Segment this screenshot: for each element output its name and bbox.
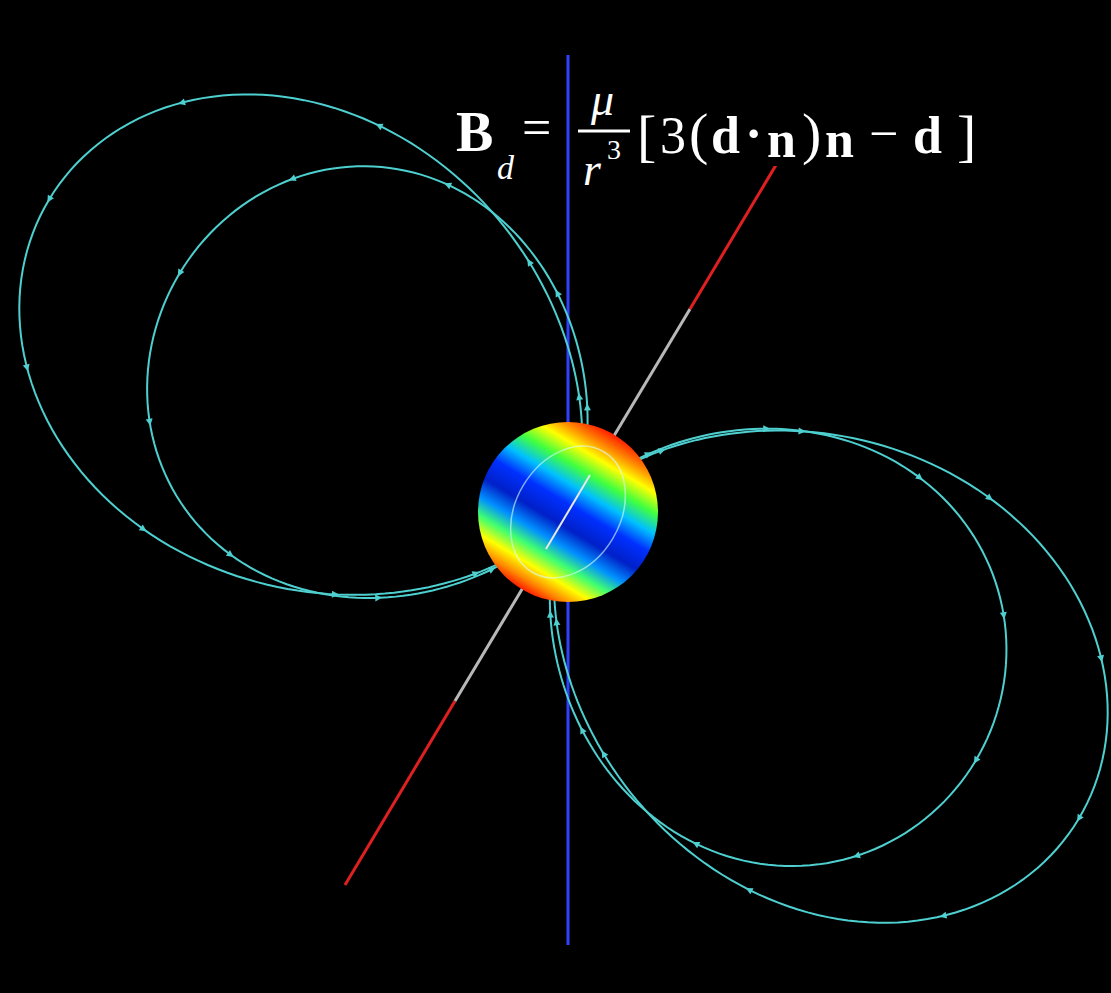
bracket: ] [956, 107, 977, 165]
field-arrow [376, 124, 384, 130]
field-arrow [692, 842, 700, 848]
magnetic-axis [690, 150, 785, 309]
magnetic-axis [455, 309, 690, 701]
field-arrow [915, 473, 923, 480]
magnetic-axis [546, 475, 590, 549]
field-arrow [1000, 612, 1007, 619]
field-lines [19, 94, 1107, 922]
field-arrow [178, 269, 185, 277]
field-arrow [178, 98, 186, 105]
field-arrow [226, 550, 234, 557]
field-arrow [985, 493, 993, 500]
field-arrow [444, 183, 452, 189]
field-arrow [746, 888, 754, 894]
fraction-bar [578, 130, 630, 133]
field-arrow [580, 727, 586, 735]
field-arrow [375, 594, 382, 601]
field-arrow [547, 611, 554, 618]
field-arrow [23, 364, 30, 372]
exponent: 3 [606, 136, 622, 164]
subscript: d [496, 151, 515, 185]
field-arrow [146, 418, 153, 425]
field-arrow [1077, 814, 1084, 822]
field-arrow [553, 618, 560, 625]
equals-sign: = [521, 102, 552, 154]
field-arrow [584, 403, 591, 410]
magnetic-axis [345, 701, 455, 885]
field-arrow [527, 259, 534, 267]
vector-symbol: d [912, 110, 943, 162]
coefficient: 3 [659, 110, 687, 162]
symbol: μ [590, 77, 615, 123]
field-arrow [644, 452, 652, 458]
field-arrow [289, 175, 297, 182]
vector-symbol: n [824, 114, 855, 166]
field-arrow [974, 756, 981, 764]
bracket: [ [636, 107, 657, 165]
vector-symbol: n [766, 114, 797, 166]
neutron-star [478, 422, 658, 602]
field-arrow [1097, 655, 1104, 663]
field-arrow [139, 524, 147, 531]
parenthesis: ) [801, 105, 822, 163]
symbol: r [582, 147, 602, 193]
field-arrow [602, 751, 609, 759]
parenthesis: ( [688, 105, 709, 163]
field-arrow [576, 393, 583, 400]
field-arrow [556, 290, 562, 298]
surface-loop [487, 425, 648, 599]
dot-operator: · [744, 108, 763, 160]
vector-symbol: B [455, 104, 494, 160]
field-arrow [940, 912, 948, 919]
field-arrow [763, 425, 770, 432]
field-arrow [488, 567, 496, 573]
minus-sign: − [868, 108, 899, 160]
vector-symbol: d [710, 110, 741, 162]
field-arrow [853, 852, 861, 859]
field-arrow [47, 195, 54, 203]
